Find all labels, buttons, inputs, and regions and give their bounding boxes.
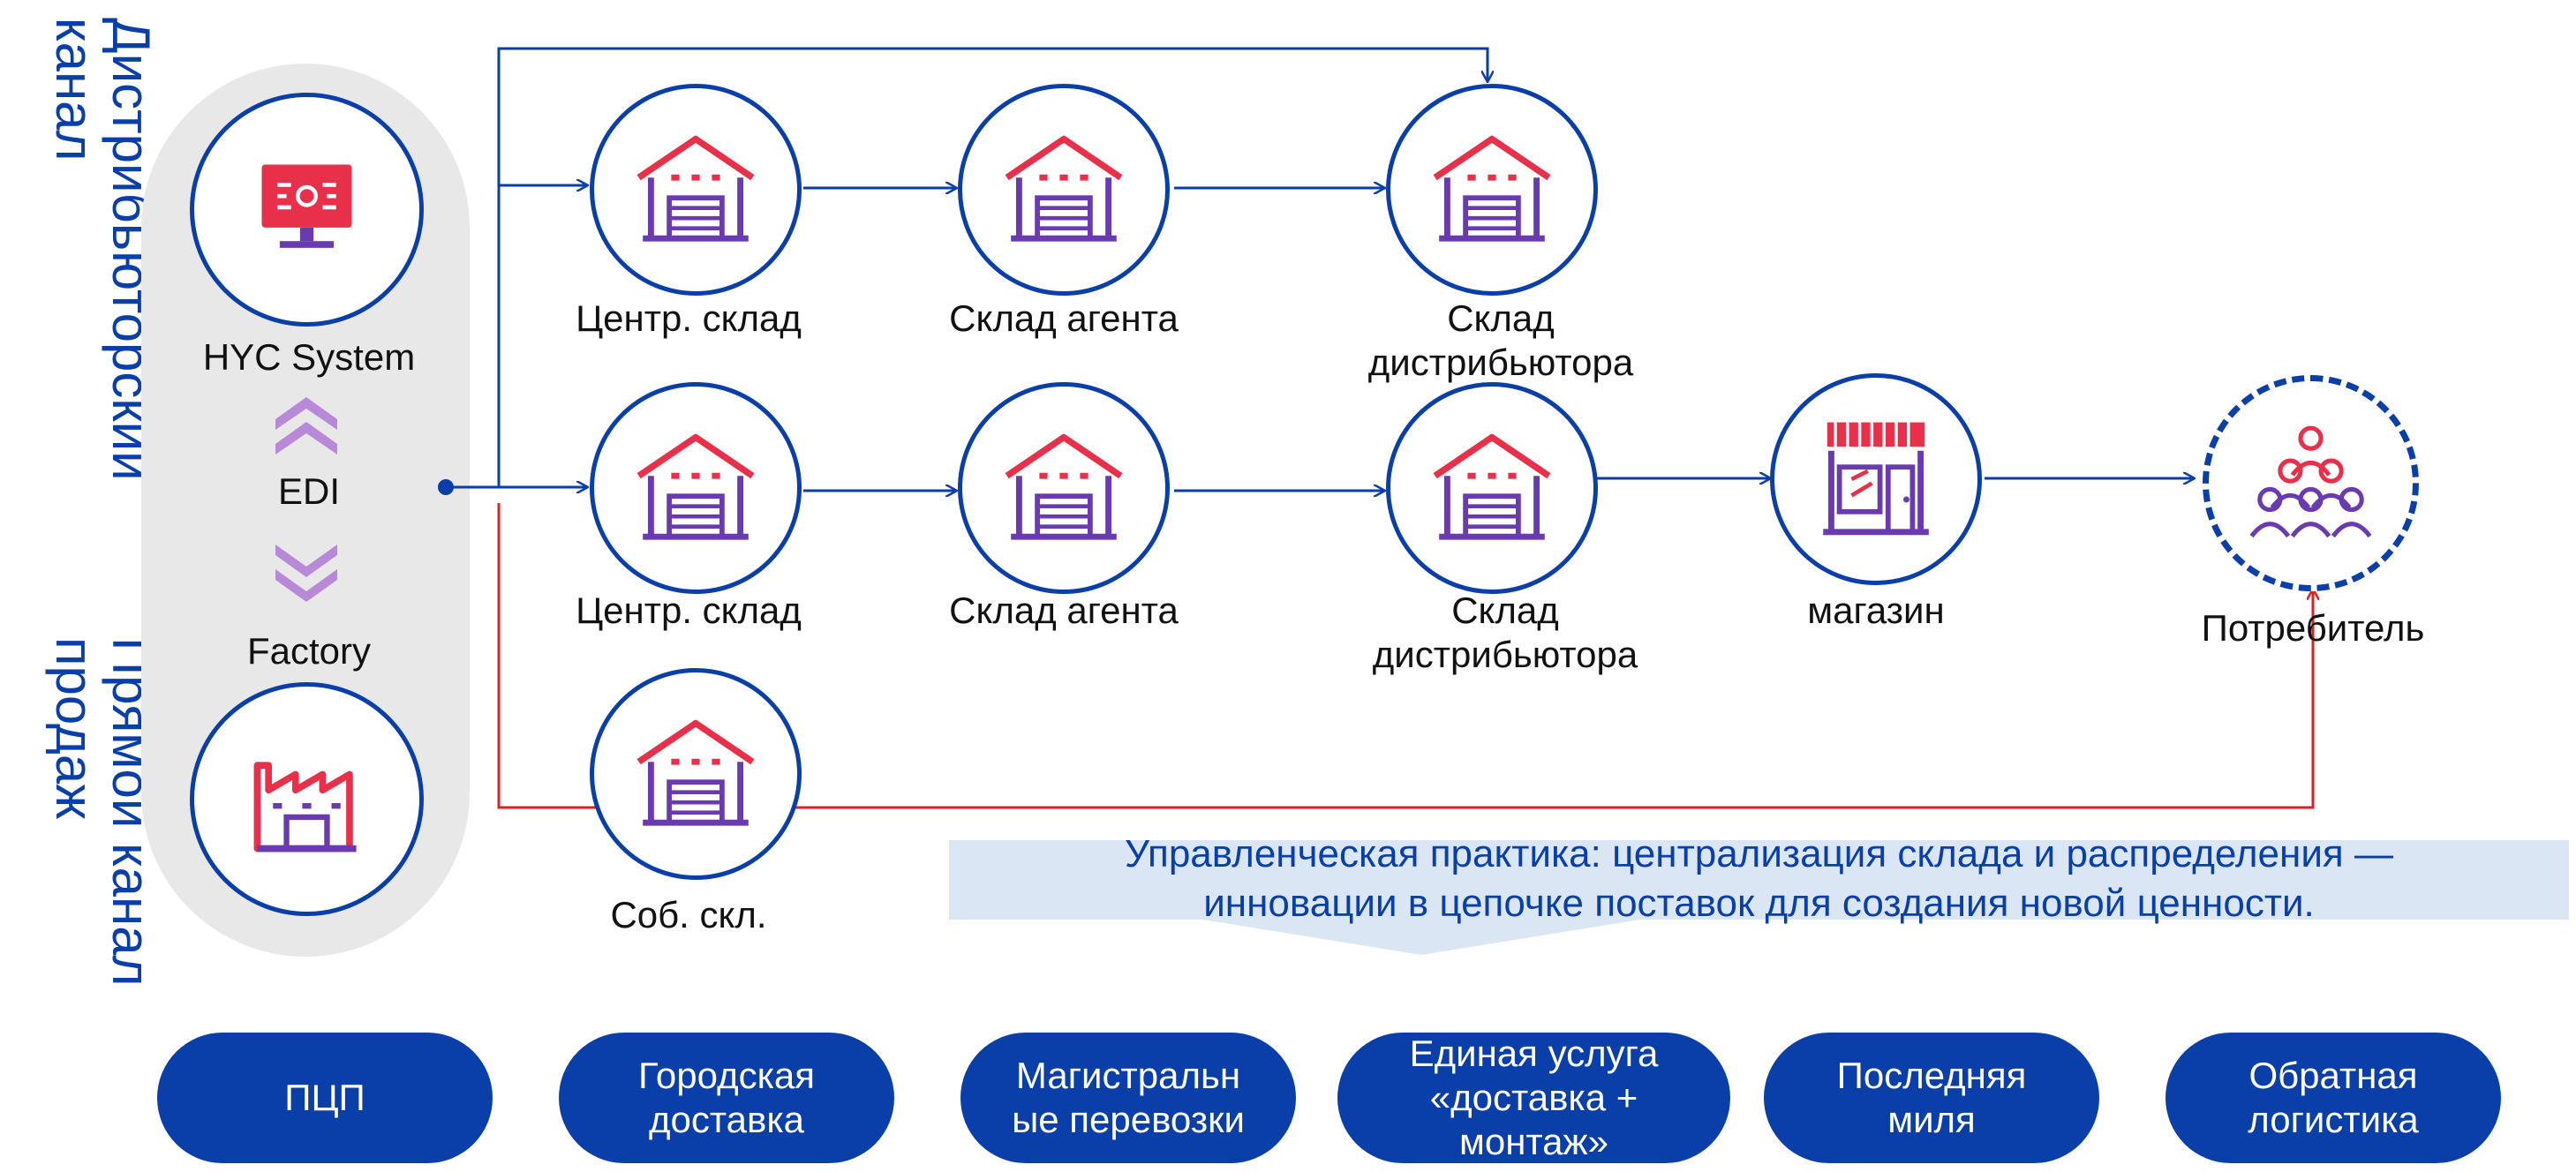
people-group-icon [2249,425,2372,538]
callout-banner [949,840,2569,920]
chevron-up-icon [275,397,337,455]
own-warehouse-label: Соб. скл. [610,894,767,935]
row1-distributor-warehouse-node [1386,84,1598,296]
flow-edi-to-row1 [497,47,1488,487]
warehouse-icon [1433,433,1551,540]
factory-icon [253,762,357,853]
hyc-system-label: HYC System [202,336,416,378]
warehouse-icon [636,135,755,242]
flow-direct-to-consumer [497,503,2313,809]
warehouse-icon [636,719,755,826]
row2-distributor-warehouse-node [1386,382,1598,594]
monitor-icon [261,164,352,248]
warehouse-icon [1005,135,1123,242]
chevron-down-icon [275,545,337,602]
row2-distributor-warehouse-label: Склад дистрибьютора [1372,590,1638,675]
callout-banner-text: Управленческая практика: централизация с… [1125,832,2393,925]
row1-agent-warehouse-node [958,84,1170,296]
consumer-node [2203,375,2419,591]
store-icon [1823,422,1929,536]
callout-banner-tip [1192,918,1651,955]
hyc-system-node [190,93,424,327]
edi-label: EDI [277,470,340,512]
store-node [1770,373,1982,585]
row2-agent-warehouse-label: Склад агента [949,590,1179,631]
warehouse-icon [1433,135,1551,242]
row1-distributor-warehouse-label: Склад дистрибьютора [1367,297,1634,383]
service-pill-6: Обратная логистика [2165,1033,2501,1163]
own-warehouse-node [590,668,802,880]
service-pill-3: Магистральн ые перевозки [960,1033,1296,1163]
service-pill-4: Единая услуга «доставка + монтаж» [1337,1033,1730,1163]
factory-label: Factory [246,630,372,672]
row2-central-warehouse-node [590,382,802,594]
factory-node [190,682,424,916]
service-pill-5: Последняя миля [1764,1033,2099,1163]
service-pill-2: Городская доставка [559,1033,894,1163]
store-label: магазин [1807,590,1945,631]
warehouse-icon [1005,433,1123,540]
row1-central-warehouse-label: Центр. склад [576,297,802,339]
edi-junction-dot [438,479,454,495]
row1-central-warehouse-node [590,84,802,296]
row2-central-warehouse-label: Центр. склад [576,590,802,631]
row2-agent-warehouse-node [958,382,1170,594]
row1-agent-warehouse-label: Склад агента [949,297,1179,339]
service-pill-1: ПЦП [157,1033,493,1163]
warehouse-icon [636,433,755,540]
consumer-label: Потребитель [2201,607,2425,649]
